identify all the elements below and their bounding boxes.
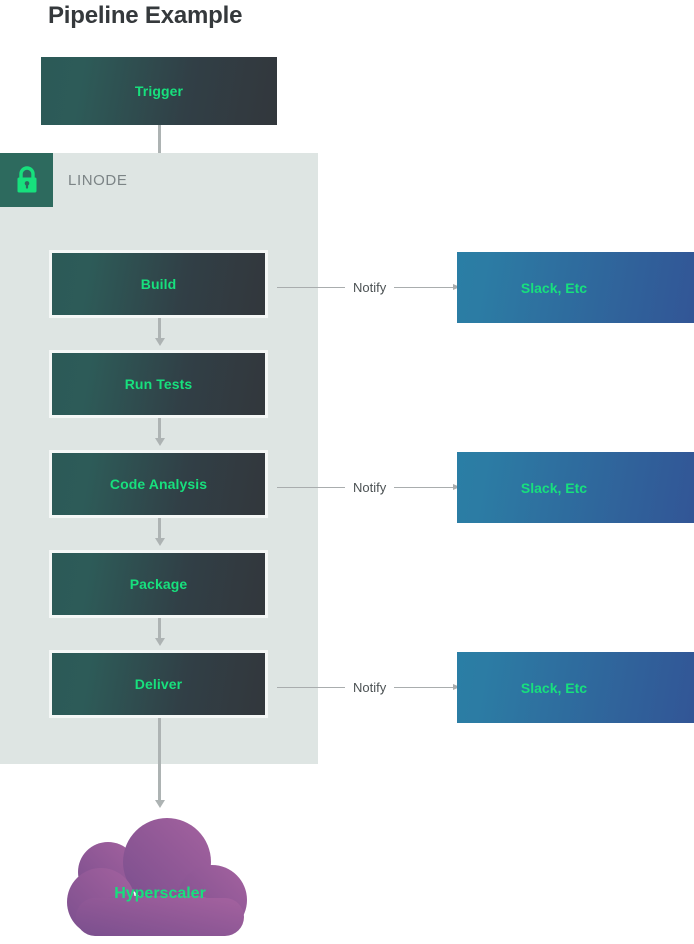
flow-arrow-code-analysis-to-package	[154, 518, 165, 546]
stage-box-package[interactable]: Package	[49, 550, 268, 618]
flow-arrow-package-to-deliver	[154, 618, 165, 646]
notify-line-left-code-analysis	[277, 486, 345, 488]
notify-arrow-build	[394, 283, 460, 290]
notify-target-label-build: Slack, Etc	[520, 279, 588, 296]
linode-container-label: LINODE	[68, 172, 128, 189]
stage-label-trigger: Trigger	[134, 83, 184, 99]
stage-label-run-tests: Run Tests	[124, 376, 193, 392]
notify-arrow-deliver	[394, 683, 460, 690]
flow-arrow-run-tests-to-code-analysis	[154, 418, 165, 446]
stage-box-deliver[interactable]: Deliver	[49, 650, 268, 718]
notify-line-left-build	[277, 286, 345, 288]
notify-label-build: Notify	[353, 279, 387, 295]
stage-box-run-tests[interactable]: Run Tests	[49, 350, 268, 418]
lock-icon	[0, 153, 53, 207]
hyperscaler-cloud[interactable]: Hyperscaler	[60, 818, 260, 944]
stage-box-code-analysis[interactable]: Code Analysis	[49, 450, 268, 518]
stage-label-code-analysis: Code Analysis	[109, 476, 208, 492]
notify-target-label-code-analysis: Slack, Etc	[520, 479, 588, 496]
notify-target-box-code-analysis[interactable]: Slack, Etc	[457, 452, 694, 523]
stage-label-build: Build	[140, 276, 177, 292]
flow-arrow-build-to-run-tests	[154, 318, 165, 346]
stage-label-package: Package	[129, 576, 188, 592]
page-title: Pipeline Example	[48, 2, 243, 29]
notify-connector-build: Notify	[277, 277, 460, 297]
stage-label-deliver: Deliver	[134, 676, 183, 692]
notify-arrow-code-analysis	[394, 483, 460, 490]
notify-line-left-deliver	[277, 686, 345, 688]
notify-target-box-build[interactable]: Slack, Etc	[457, 252, 694, 323]
notify-target-box-deliver[interactable]: Slack, Etc	[457, 652, 694, 723]
notify-target-label-deliver: Slack, Etc	[520, 679, 588, 696]
flow-arrow-deliver-to-hyperscaler	[154, 718, 165, 808]
notify-connector-deliver: Notify	[277, 677, 460, 697]
notify-label-code-analysis: Notify	[353, 479, 387, 495]
stage-box-trigger[interactable]: Trigger	[41, 57, 277, 125]
notify-label-deliver: Notify	[353, 679, 387, 695]
notify-connector-code-analysis: Notify	[277, 477, 460, 497]
stage-box-build[interactable]: Build	[49, 250, 268, 318]
